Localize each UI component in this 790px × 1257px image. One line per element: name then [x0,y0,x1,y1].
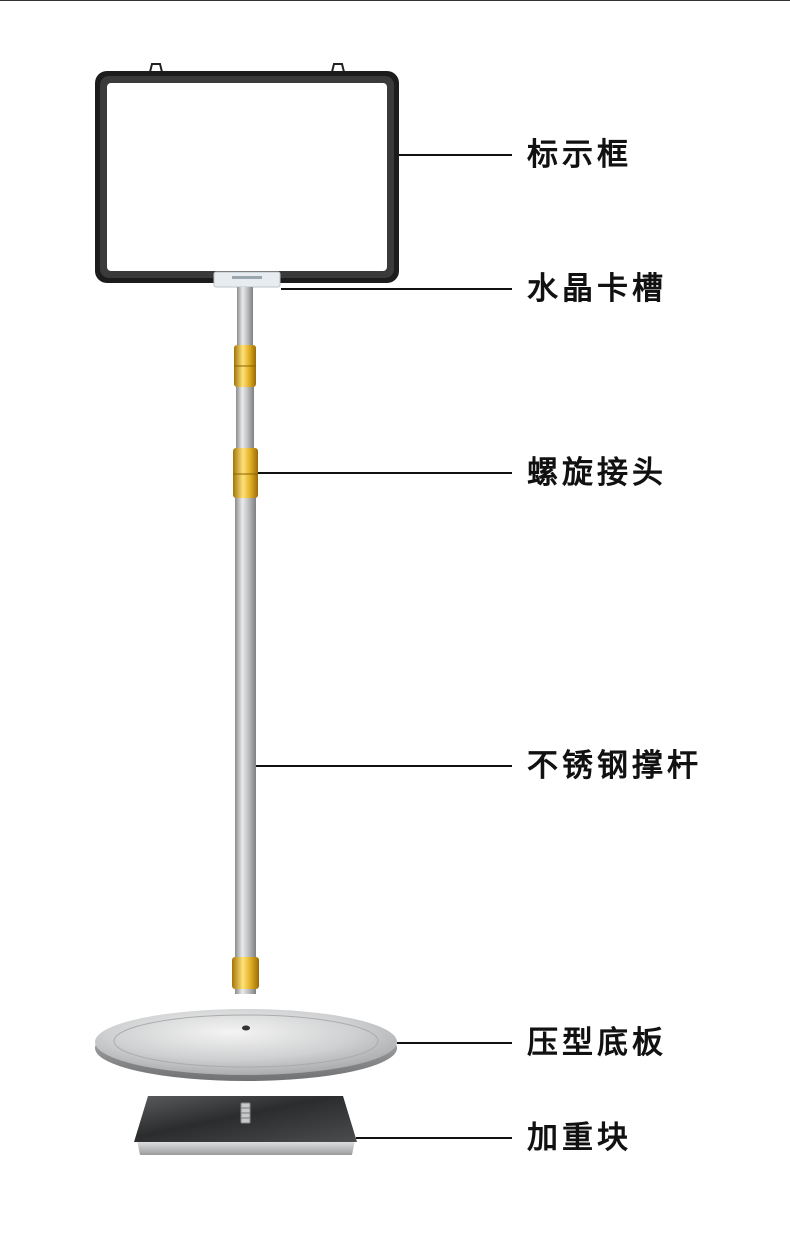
hang-hook-left [149,63,163,73]
disc-top [95,1009,397,1075]
leader-lines [256,154,512,1139]
pole-middle-section [236,385,254,450]
block-side [137,1140,355,1155]
screw-joint-middle [233,448,258,498]
screw-joint-lower [232,957,259,989]
steel-pole [235,287,256,994]
label-weight-block: 加重块 [527,1120,632,1156]
label-screw-joint: 螺旋接头 [527,455,667,491]
label-steel-pole: 不锈钢撑杆 [527,748,702,784]
disc-ring [113,1014,379,1068]
label-sign-frame: 标示框 [527,137,632,173]
crystal-slot [213,271,281,288]
slot-body [213,271,281,288]
weight-block [134,1096,357,1155]
slot-groove [232,276,262,279]
pole-lower-section [235,496,256,959]
pole-foot [235,986,256,994]
label-base-disc: 压型底板 [527,1025,667,1061]
disc-center-hole [242,1025,250,1031]
hang-hook-right [331,63,345,73]
sign-frame [95,63,399,283]
frame-panel [107,83,387,271]
pole-top-section [237,287,253,347]
screw-joints [232,345,259,989]
base-disc [95,1009,397,1081]
label-crystal-slot: 水晶卡槽 [527,271,667,307]
